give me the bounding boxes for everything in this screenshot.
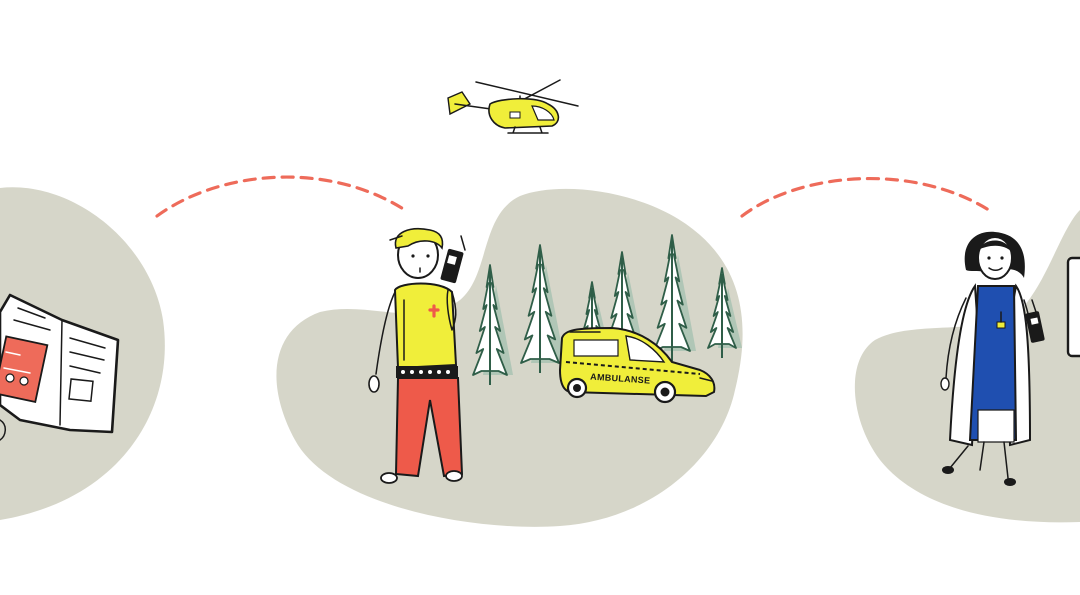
tablet-icon: [1066, 256, 1080, 358]
manual-book-icon: [0, 293, 120, 441]
doctor-figure: [940, 231, 1045, 486]
paramedic-figure: [368, 228, 466, 484]
helicopter-icon: [447, 79, 579, 134]
dashed-connector-left: [155, 175, 410, 218]
ambulance-label: AMBULANSE: [590, 371, 651, 385]
ambulance-car-icon: AMBULANSE: [558, 326, 716, 404]
dashed-connector-right: [740, 176, 994, 218]
radio-icon: [440, 235, 466, 284]
doctor-radio-icon: [1025, 299, 1045, 343]
